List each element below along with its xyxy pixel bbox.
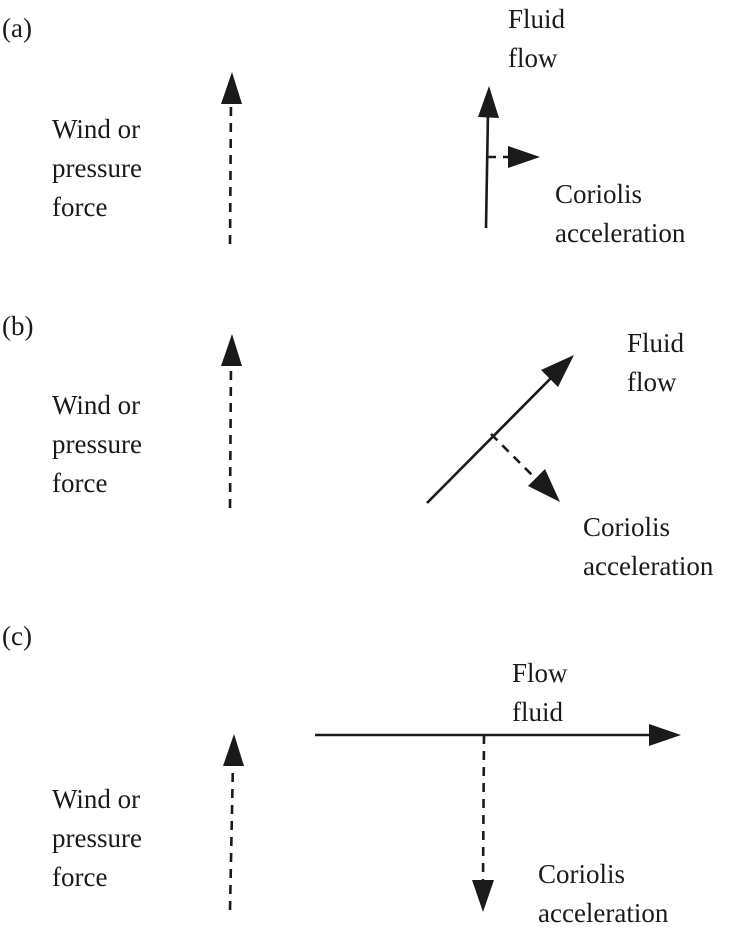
panel-label-a: (a) [2, 13, 32, 43]
flow-label-line: Flow [512, 658, 568, 688]
panel-label-b: (b) [2, 311, 34, 341]
force-label-a: Wind or pressure force [52, 110, 142, 227]
force-arrow-c [223, 734, 244, 911]
force-label-line: Wind or [52, 390, 141, 420]
force-label-c: Wind or pressure force [52, 780, 142, 897]
coriolis-label-line: Coriolis [538, 859, 626, 889]
panel-label-c: (c) [2, 621, 32, 651]
coriolis-label-line: Coriolis [583, 512, 671, 542]
coriolis-label-b: Coriolis acceleration [583, 508, 713, 586]
force-label-line: pressure [52, 153, 142, 183]
force-label-line: Wind or [52, 784, 141, 814]
force-label-line: force [52, 862, 108, 892]
coriolis-label-a: Coriolis acceleration [555, 175, 685, 253]
coriolis-arrow-a [487, 146, 540, 168]
flow-label-b: Fluid flow [627, 324, 684, 402]
coriolis-label-line: acceleration [538, 898, 669, 928]
flow-label-line: Fluid [627, 328, 685, 358]
force-label-line: force [52, 468, 108, 498]
force-label-line: pressure [52, 823, 142, 853]
coriolis-arrow-b [490, 433, 560, 502]
force-arrow-a [221, 72, 242, 245]
coriolis-label-line: Coriolis [555, 179, 643, 209]
flow-label-c: Flow fluid [512, 654, 568, 732]
coriolis-label-c: Coriolis acceleration [538, 855, 668, 933]
flow-label-line: flow [627, 367, 677, 397]
flow-label-line: flow [508, 43, 558, 73]
flow-label-line: Fluid [508, 4, 566, 34]
flow-label-line: fluid [512, 697, 563, 727]
coriolis-label-line: acceleration [555, 218, 686, 248]
force-label-line: Wind or [52, 114, 141, 144]
force-label-line: force [52, 192, 108, 222]
flow-arrow-a [478, 86, 499, 229]
force-arrow-b [221, 334, 242, 509]
flow-label-a: Fluid flow [508, 0, 565, 78]
force-label-line: pressure [52, 429, 142, 459]
force-label-b: Wind or pressure force [52, 386, 142, 503]
flow-arrow-c [315, 724, 681, 746]
coriolis-arrow-c [472, 734, 494, 912]
flow-arrow-b [426, 355, 574, 504]
coriolis-label-line: acceleration [583, 551, 714, 581]
